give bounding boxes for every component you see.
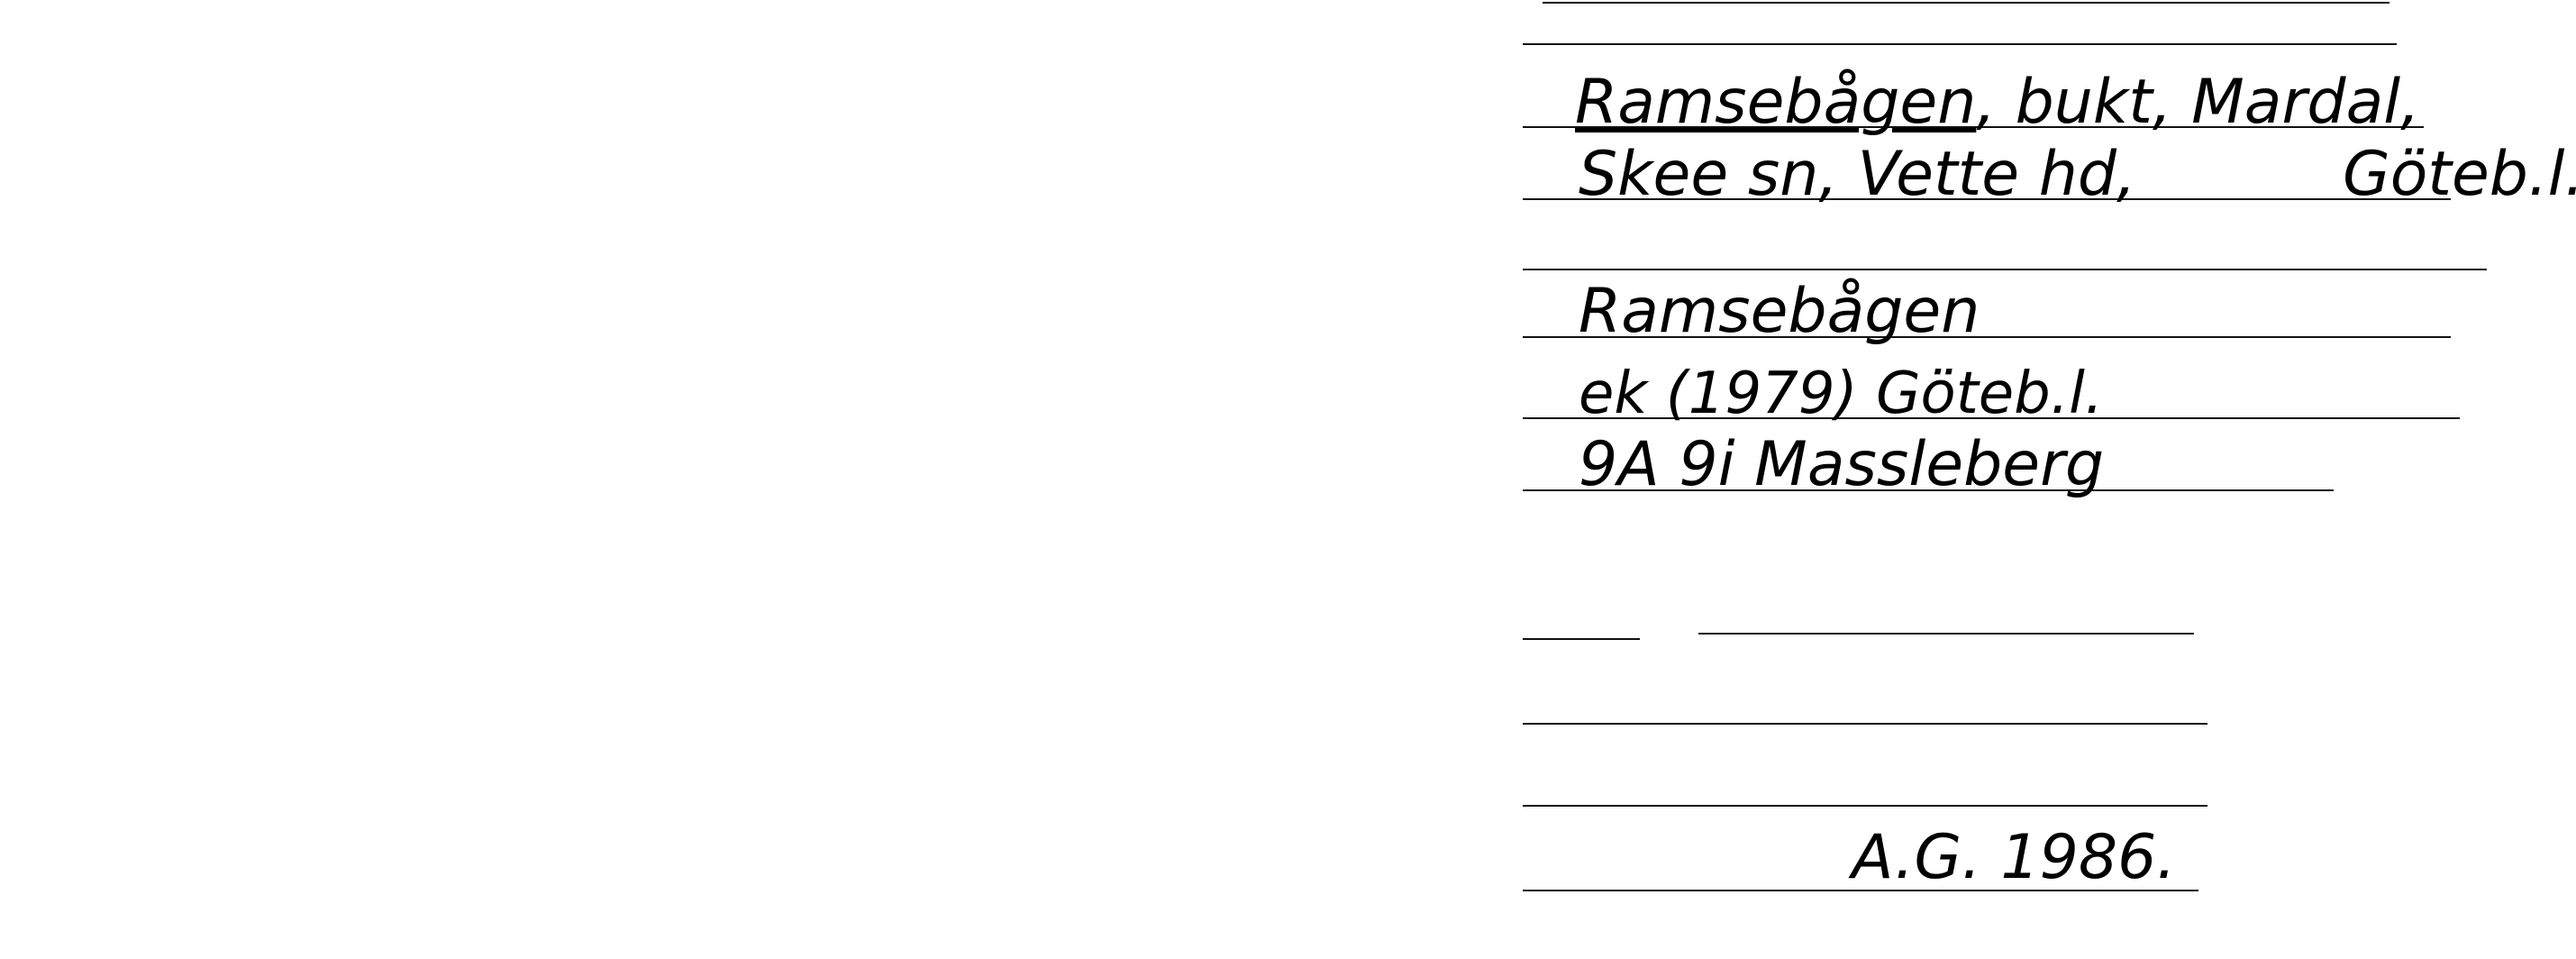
entry1-place-name: Ramsebågen <box>1575 67 1977 138</box>
ruled-line <box>1523 417 2460 419</box>
entry1-line2-right: Göteb.l. <box>2343 139 2576 210</box>
ruled-line <box>1523 126 2424 128</box>
signature: A.G. 1986. <box>1852 822 2176 893</box>
ruled-line <box>1523 198 2451 200</box>
ruled-line <box>1543 2 2389 4</box>
entry1-line1: Ramsebågen, bukt, Mardal, <box>1575 72 2420 133</box>
ruled-line <box>1523 723 2207 725</box>
ruled-line <box>1523 43 2397 45</box>
ruled-line <box>1523 890 2198 891</box>
ruled-line <box>1523 489 2334 491</box>
entry1-line2-left: Skee sn, Vette hd, <box>1579 139 2136 210</box>
ruled-line <box>1523 269 2487 270</box>
ruled-line <box>1523 638 1640 640</box>
entry2-line2: ek (1979) Göteb.l. <box>1579 361 2104 427</box>
entry2-line3: 9A 9i Massleberg <box>1579 429 2105 500</box>
entry2-place-name: Ramsebågen <box>1579 276 1980 347</box>
ruled-line <box>1698 633 2194 635</box>
ruled-line <box>1523 336 2451 338</box>
entry1-description: , bukt, Mardal, <box>1976 67 2420 138</box>
ruled-line <box>1523 805 2207 807</box>
